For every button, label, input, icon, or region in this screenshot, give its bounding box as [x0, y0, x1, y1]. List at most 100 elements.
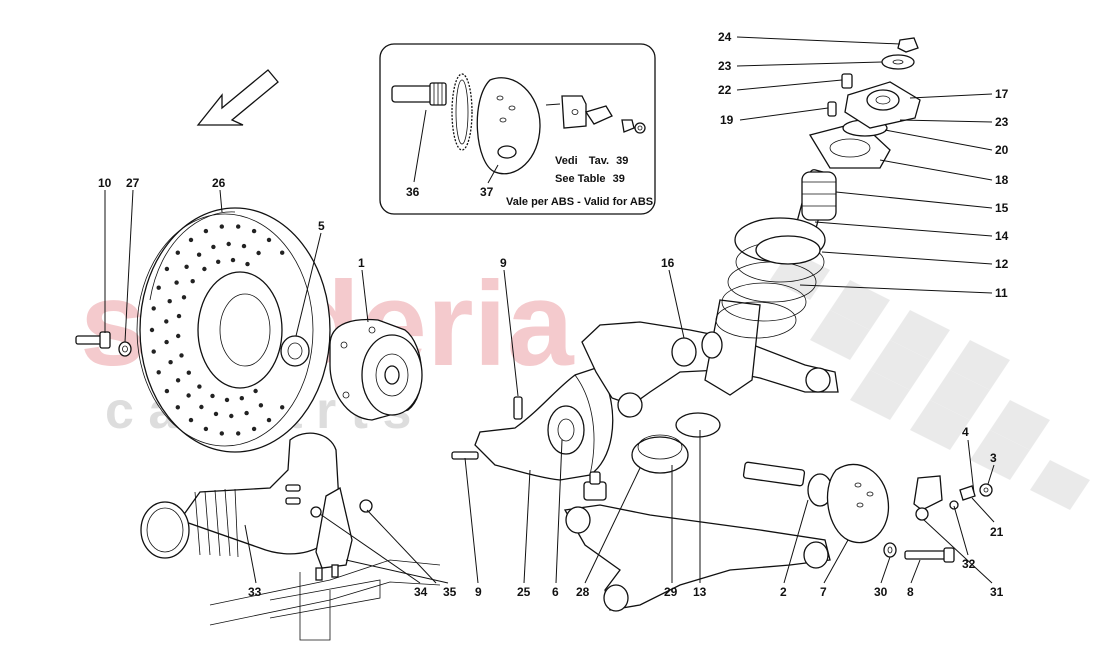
washer-27	[118, 341, 132, 357]
callout-21: 21	[990, 525, 1004, 539]
sensor-bracket-31	[913, 475, 943, 521]
callout-22: 22	[718, 83, 732, 97]
washer-32	[949, 500, 959, 510]
disc-hole	[151, 306, 156, 311]
bump-rubber-15	[801, 171, 837, 221]
disc-hole	[211, 244, 216, 250]
disc-hole	[184, 264, 189, 269]
brake-disc	[136, 207, 331, 453]
inset-see-table-label: See Table	[555, 173, 606, 185]
disc-hole	[151, 349, 156, 354]
disc-hole	[175, 250, 180, 255]
disc-cross-drill-holes	[149, 224, 285, 436]
stud-22	[841, 73, 853, 89]
callout-9-bottom: 9	[475, 585, 482, 599]
disc-hole	[210, 393, 215, 399]
disc-hole	[203, 228, 209, 234]
washer-23	[881, 54, 915, 70]
washer-30	[883, 542, 897, 558]
disc-hole	[199, 404, 204, 410]
disc-hole	[167, 299, 172, 304]
callout-1: 1	[358, 256, 365, 270]
callout-25: 25	[517, 585, 531, 599]
callout-36: 36	[406, 185, 420, 199]
lower-wishbone	[563, 504, 831, 612]
inset-caption: Vale per ABS - Valid for ABS	[506, 196, 653, 208]
disc-hole	[176, 333, 181, 339]
callout-34: 34	[414, 585, 428, 599]
disc-hole	[226, 241, 231, 247]
callout-15: 15	[995, 201, 1009, 215]
callout-9-top: 9	[500, 256, 507, 270]
disc-hole	[251, 228, 257, 234]
direction-arrow-icon	[196, 69, 279, 126]
disc-hole	[181, 295, 187, 300]
screw-21	[959, 485, 976, 501]
disc-hole	[203, 426, 209, 432]
ball-joint	[583, 471, 607, 501]
callout-12: 12	[995, 257, 1009, 271]
chassis-frame	[209, 559, 441, 641]
disc-hole	[236, 431, 241, 436]
leader-lines	[104, 36, 995, 584]
callout-30: 30	[874, 585, 888, 599]
callout-4: 4	[962, 425, 969, 439]
disc-hole	[245, 261, 250, 267]
brake-cooling-duct	[140, 432, 341, 559]
disc-hole	[280, 405, 285, 410]
callout-23-right: 23	[995, 115, 1009, 129]
abs-inset-panel: Vedi Tav. 39 See Table 39 Vale per ABS -…	[379, 43, 656, 215]
disc-hole	[229, 413, 234, 419]
callout-13: 13	[693, 585, 707, 599]
disc-hole	[175, 378, 181, 383]
disc-hole	[175, 405, 180, 410]
disc-hole	[186, 393, 191, 398]
disc-hole	[280, 250, 285, 255]
disc-hole	[196, 252, 202, 257]
disc-hole	[176, 313, 182, 319]
callout-8: 8	[907, 585, 914, 599]
callout-10: 10	[98, 176, 112, 190]
bump-stop-28	[631, 412, 721, 474]
disc-hole	[266, 237, 272, 243]
disc-hole	[188, 237, 194, 243]
disc-hole	[241, 243, 247, 249]
callout-7: 7	[820, 585, 827, 599]
callout-numbers: 24 23 22 17 19 23 20 18 15 14 12 11 36 3…	[98, 30, 1009, 599]
stud-19	[827, 101, 837, 117]
inset-tav-label: Tav.	[589, 155, 609, 167]
callout-33: 33	[248, 585, 262, 599]
washer-3	[979, 483, 993, 497]
spacer-5	[280, 335, 310, 367]
callout-20: 20	[995, 143, 1009, 157]
callout-37: 37	[480, 185, 494, 199]
callout-11: 11	[995, 286, 1008, 300]
checkered-flag-watermark	[770, 250, 1090, 510]
disc-hole	[236, 224, 241, 229]
top-mount-17	[844, 81, 921, 129]
disc-hole	[197, 384, 202, 389]
callout-17: 17	[995, 87, 1009, 101]
disc-hole	[190, 279, 195, 284]
disc-hole	[149, 327, 155, 333]
callout-6: 6	[552, 585, 559, 599]
nut-24	[897, 37, 919, 53]
inset-tav-number: 39	[616, 155, 628, 167]
disc-hole	[202, 266, 207, 272]
bolt-10	[75, 331, 111, 349]
disc-hole	[168, 360, 173, 365]
inset-table-number: 39	[613, 173, 625, 185]
disc-hole	[164, 266, 170, 272]
stud-9-lower	[451, 451, 479, 460]
callout-19: 19	[720, 113, 734, 127]
callout-2: 2	[780, 585, 787, 599]
inset-see-line-it: Vedi Tav. 39	[555, 155, 628, 167]
disc-hole	[164, 388, 170, 394]
disc-hole	[216, 259, 221, 264]
coil-spring	[715, 217, 826, 339]
callout-27: 27	[126, 176, 140, 190]
bolt-8	[904, 547, 955, 563]
disc-hole	[239, 396, 244, 401]
disc-hole	[219, 224, 224, 229]
callout-23-top: 23	[718, 59, 732, 73]
